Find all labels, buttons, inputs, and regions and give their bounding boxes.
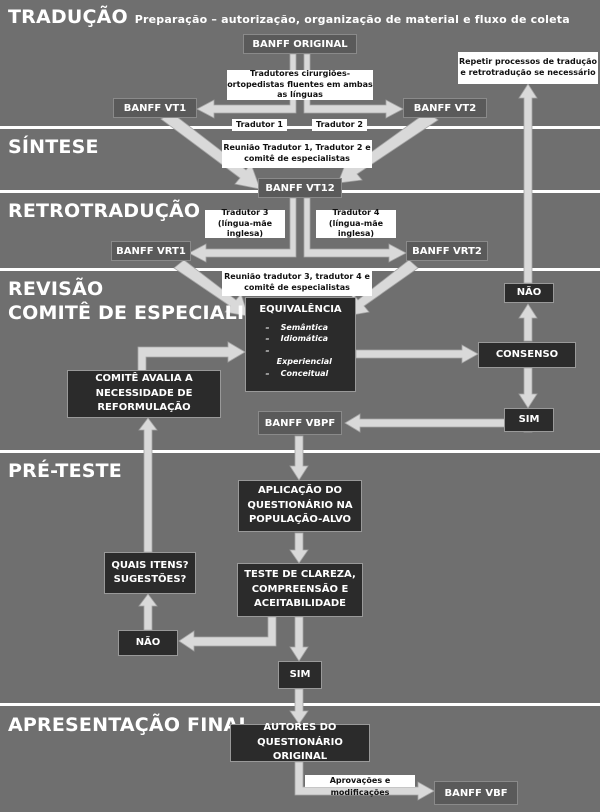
node-banff-vt1: BANFF VT1 xyxy=(113,98,197,118)
note-reuniao-sintese: Reunião Tradutor 1, Tradutor 2 e comitê … xyxy=(222,140,372,168)
arrow-nao-to-repetir xyxy=(518,83,538,284)
section-title-sintese: SÍNTESE xyxy=(8,136,99,158)
node-nao-preteste: NÃO xyxy=(118,630,178,656)
node-nao-revisao: NÃO xyxy=(504,283,554,303)
node-banff-vbf: BANFF VBF xyxy=(434,781,518,805)
arrow-aplicacao-to-teste xyxy=(289,532,309,564)
node-banff-vbpf: BANFF VBPF xyxy=(258,411,342,435)
label-tradutor2: Tradutor 2 xyxy=(312,119,367,131)
section-title-traducao-text: TRADUÇÃO xyxy=(8,6,128,28)
node-sim-preteste: SIM xyxy=(278,661,322,689)
label-aprovacoes: Aprovações e modificações xyxy=(305,775,415,797)
arrow-equiv-to-consenso xyxy=(355,344,479,364)
arrow-comite-to-equiv xyxy=(137,341,246,372)
section-subtitle-traducao: Preparação – autorização, organização de… xyxy=(134,13,570,26)
note-tradutores: Tradutores cirurgiões-ortopedistas fluen… xyxy=(227,68,373,100)
node-equivalencia: EQUIVALÊNCIA – Semântica – Idiomática – … xyxy=(245,297,356,392)
section-title-preteste: PRÉ-TESTE xyxy=(8,460,122,482)
arrow-quais-to-comite xyxy=(138,417,158,553)
node-sim-revisao: SIM xyxy=(504,408,554,432)
section-title-revisao: REVISÃO xyxy=(8,278,104,300)
arrow-vt1-to-vt12 xyxy=(160,112,261,190)
arrow-consenso-to-nao xyxy=(518,303,538,342)
node-consenso: CONSENSO xyxy=(478,342,576,368)
node-teste-clareza: TESTE DE CLAREZA, COMPREENSÃO E ACEITABI… xyxy=(237,563,363,617)
divider-sintese xyxy=(0,126,600,129)
arrow-autores-to-vbf xyxy=(294,761,435,801)
node-banff-vrt2: BANFF VRT2 xyxy=(406,241,488,261)
divider-revisao xyxy=(0,268,600,271)
note-tradutor3: Tradutor 3 (língua-mãe inglesa) xyxy=(205,208,285,238)
arrow-vt12-to-vrt2 xyxy=(303,197,407,263)
node-comite-avalia: COMITÊ AVALIA A NECESSIDADE DE REFORMULA… xyxy=(67,370,221,418)
node-banff-vt12: BANFF VT12 xyxy=(258,178,342,198)
note-repetir: Repetir processos de tradução e retrotra… xyxy=(458,52,598,84)
equivalencia-item: – Experiencial xyxy=(265,345,332,367)
node-banff-original: BANFF ORIGINAL xyxy=(243,34,357,54)
node-quais-itens: QUAIS ITENS? SUGESTÕES? xyxy=(104,552,196,594)
arrow-vt12-to-vrt1 xyxy=(188,197,297,263)
node-banff-vrt1: BANFF VRT1 xyxy=(111,241,191,261)
node-aplicacao: APLICAÇÃO DO QUESTIONÁRIO NA POPULAÇÃO-A… xyxy=(238,480,362,532)
equivalencia-item: – Idiomática xyxy=(265,334,329,344)
equivalencia-title: EQUIVALÊNCIA xyxy=(259,304,342,315)
arrow-consenso-to-sim xyxy=(518,367,538,409)
section-title-traducao: TRADUÇÃO Preparação – autorização, organ… xyxy=(8,6,570,28)
label-tradutor1: Tradutor 1 xyxy=(232,119,287,131)
node-autores: AUTORES DO QUESTIONÁRIO ORIGINAL xyxy=(230,722,370,762)
section-title-apresentacao: APRESENTAÇÃO FINAL xyxy=(8,714,251,736)
section-title-retrotraducao: RETROTRADUÇÃO xyxy=(8,200,201,222)
arrow-vbpf-to-aplicacao xyxy=(289,435,309,481)
arrow-nao-to-quais xyxy=(138,593,158,631)
note-reuniao-revisao: Reunião tradutor 3, tradutor 4 e comitê … xyxy=(222,270,372,296)
arrow-sim-to-autores xyxy=(289,688,309,725)
note-tradutor4: Tradutor 4 (língua-mãe inglesa) xyxy=(316,208,396,238)
section-title-comite: COMITÊ DE ESPECIALISTAS xyxy=(8,302,299,324)
arrow-teste-to-sim xyxy=(289,616,309,662)
arrow-teste-to-nao xyxy=(178,616,277,652)
node-banff-vt2: BANFF VT2 xyxy=(403,98,487,118)
equivalencia-item: – Conceitual xyxy=(265,368,329,378)
equivalencia-item: – Semântica xyxy=(265,322,328,332)
arrow-vrt1-to-equiv xyxy=(173,259,249,317)
